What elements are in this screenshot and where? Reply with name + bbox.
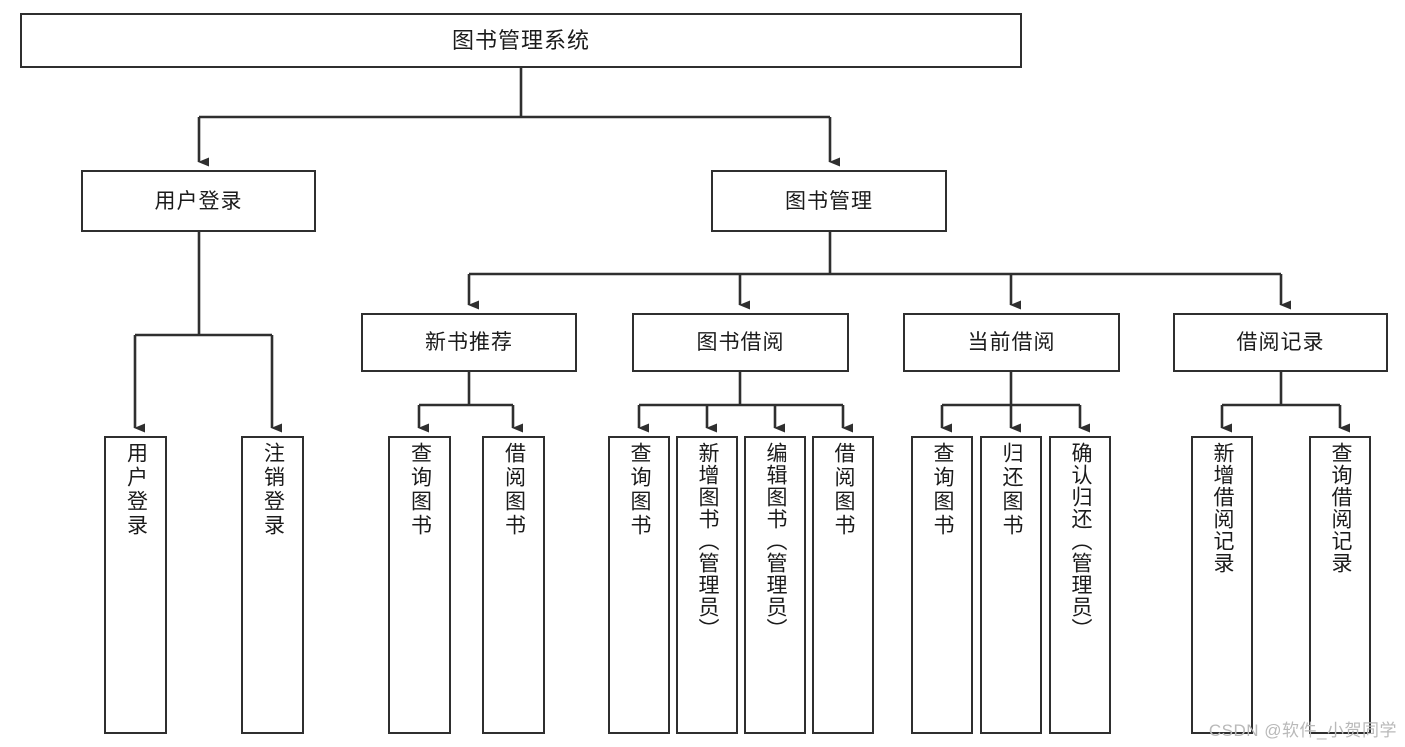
node-leaf-confirm-return-label: 确认归还（管理员） bbox=[1069, 442, 1093, 640]
node-leaf-user-login[interactable]: 用户登录 bbox=[104, 436, 167, 734]
node-leaf-return-book-label: 归还图书 bbox=[1000, 442, 1024, 538]
node-leaf-user-login-label: 用户登录 bbox=[124, 442, 148, 538]
node-new-book-recommend-label: 新书推荐 bbox=[425, 331, 513, 354]
node-borrow-record[interactable]: 借阅记录 bbox=[1173, 313, 1388, 372]
node-leaf-add-record-label: 新增借阅记录 bbox=[1211, 442, 1235, 574]
node-new-book-recommend[interactable]: 新书推荐 bbox=[361, 313, 577, 372]
watermark: CSDN @软件_小贺同学 bbox=[1208, 721, 1397, 740]
node-leaf-confirm-return[interactable]: 确认归还（管理员） bbox=[1049, 436, 1111, 734]
node-leaf-query-book-3[interactable]: 查询图书 bbox=[911, 436, 973, 734]
node-leaf-borrow-book-1-label: 借阅图书 bbox=[502, 442, 526, 538]
node-root-label: 图书管理系统 bbox=[451, 27, 590, 53]
node-leaf-logout-login[interactable]: 注销登录 bbox=[241, 436, 304, 734]
node-leaf-add-record[interactable]: 新增借阅记录 bbox=[1191, 436, 1253, 734]
node-leaf-edit-book[interactable]: 编辑图书（管理员） bbox=[744, 436, 806, 734]
node-book-management[interactable]: 图书管理 bbox=[711, 170, 947, 232]
node-leaf-borrow-book-2-label: 借阅图书 bbox=[832, 442, 856, 538]
node-leaf-return-book[interactable]: 归还图书 bbox=[980, 436, 1042, 734]
node-current-borrow[interactable]: 当前借阅 bbox=[903, 313, 1120, 372]
node-leaf-edit-book-label: 编辑图书（管理员） bbox=[764, 442, 788, 640]
node-book-borrow-label: 图书借阅 bbox=[696, 331, 785, 354]
node-root[interactable]: 图书管理系统 bbox=[20, 13, 1022, 68]
node-leaf-borrow-book-2[interactable]: 借阅图书 bbox=[812, 436, 874, 734]
node-leaf-query-book-2[interactable]: 查询图书 bbox=[608, 436, 670, 734]
node-current-borrow-label: 当前借阅 bbox=[967, 331, 1056, 354]
node-borrow-record-label: 借阅记录 bbox=[1236, 331, 1325, 354]
node-leaf-borrow-book-1[interactable]: 借阅图书 bbox=[482, 436, 545, 734]
node-leaf-query-record-label: 查询借阅记录 bbox=[1329, 442, 1353, 574]
node-user-login[interactable]: 用户登录 bbox=[81, 170, 316, 232]
node-leaf-logout-login-label: 注销登录 bbox=[261, 442, 285, 538]
node-leaf-query-book-1[interactable]: 查询图书 bbox=[388, 436, 451, 734]
node-leaf-query-book-2-label: 查询图书 bbox=[628, 442, 652, 538]
node-leaf-add-book[interactable]: 新增图书（管理员） bbox=[676, 436, 738, 734]
node-leaf-query-book-1-label: 查询图书 bbox=[408, 442, 432, 538]
node-leaf-add-book-label: 新增图书（管理员） bbox=[696, 442, 720, 640]
node-user-login-label: 用户登录 bbox=[154, 189, 243, 213]
node-leaf-query-book-3-label: 查询图书 bbox=[931, 442, 955, 538]
node-book-management-label: 图书管理 bbox=[785, 189, 873, 213]
node-leaf-query-record[interactable]: 查询借阅记录 bbox=[1309, 436, 1371, 734]
node-book-borrow[interactable]: 图书借阅 bbox=[632, 313, 849, 372]
